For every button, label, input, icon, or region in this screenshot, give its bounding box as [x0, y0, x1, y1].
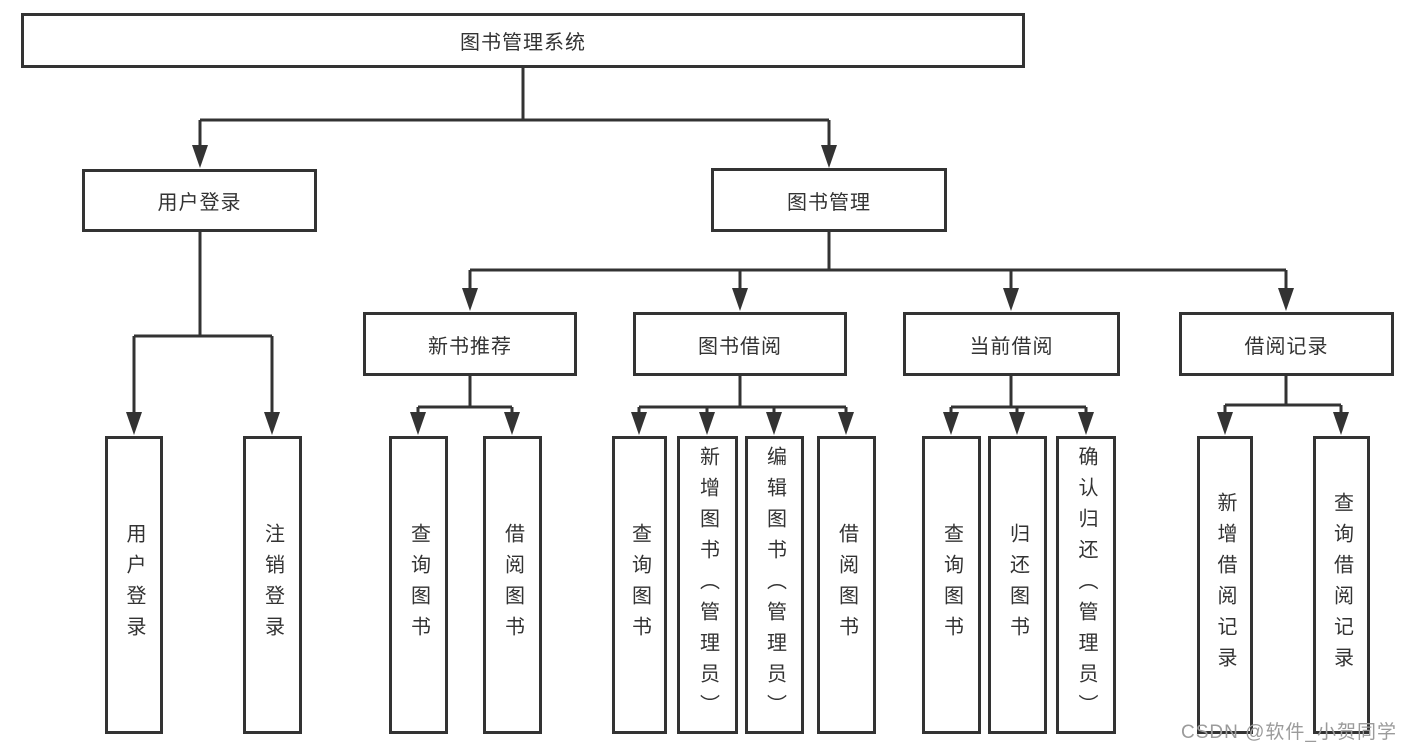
leaf-query-borrow-record: 查询借阅记录 — [1313, 436, 1370, 734]
node-new-book-recommend: 新书推荐 — [363, 312, 577, 376]
leaf-borrow-books: 借阅图书 — [817, 436, 876, 734]
arrowheads — [126, 145, 1349, 435]
leaf-edit-books-admin: 编辑图书（管理员） — [745, 436, 804, 734]
node-book-borrow: 图书借阅 — [633, 312, 847, 376]
csdn-watermark: CSDN @软件_小贺同学 — [1181, 722, 1397, 743]
leaf-return-books: 归还图书 — [988, 436, 1047, 734]
leaf-query-books-borrow: 查询图书 — [612, 436, 667, 734]
node-root-system: 图书管理系统 — [21, 13, 1025, 68]
node-book-management: 图书管理 — [711, 168, 947, 232]
leaf-user-login: 用户登录 — [105, 436, 163, 734]
leaf-add-books-admin: 新增图书（管理员） — [677, 436, 738, 734]
leaf-logout: 注销登录 — [243, 436, 302, 734]
leaf-confirm-return-admin: 确认归还（管理员） — [1056, 436, 1116, 734]
node-user-login: 用户登录 — [82, 169, 317, 232]
leaf-query-books-current: 查询图书 — [922, 436, 981, 734]
leaf-query-books-recommend: 查询图书 — [389, 436, 448, 734]
node-borrow-records: 借阅记录 — [1179, 312, 1394, 376]
leaf-add-borrow-record: 新增借阅记录 — [1197, 436, 1253, 734]
leaf-borrow-books-recommend: 借阅图书 — [483, 436, 542, 734]
node-current-borrow: 当前借阅 — [903, 312, 1120, 376]
